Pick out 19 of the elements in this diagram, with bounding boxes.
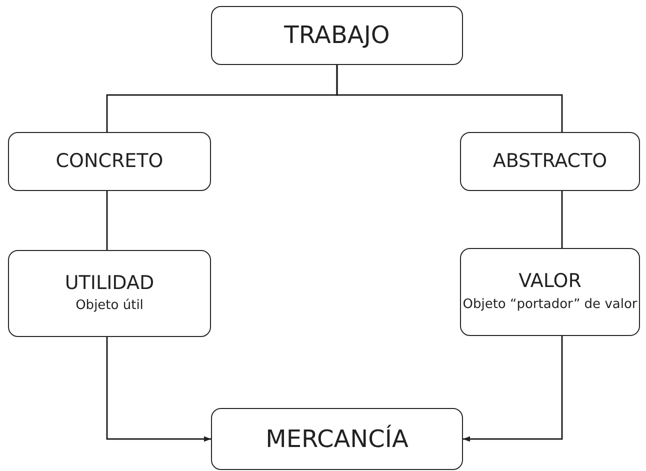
arrow xyxy=(106,337,211,442)
rounded-box xyxy=(8,132,211,191)
node-title: VALOR xyxy=(518,270,582,293)
node-title: CONCRETO xyxy=(56,150,164,173)
arrow xyxy=(463,336,563,442)
connector-line xyxy=(561,191,563,248)
node-subtitle: Objeto útil xyxy=(76,298,144,316)
connector-line xyxy=(336,65,563,132)
rounded-box xyxy=(211,6,463,65)
node-title: ABSTRACTO xyxy=(492,150,608,173)
node-title: MERCANCÍA xyxy=(266,424,408,454)
rounded-box xyxy=(8,250,211,337)
connector-line xyxy=(106,191,108,250)
node-title: UTILIDAD xyxy=(64,272,154,294)
node-title: TRABAJO xyxy=(284,21,390,50)
rounded-box xyxy=(211,408,463,470)
node-subtitle: Objeto “portador” de valor xyxy=(462,296,638,314)
rounded-box xyxy=(460,248,640,336)
rounded-box xyxy=(460,132,640,191)
